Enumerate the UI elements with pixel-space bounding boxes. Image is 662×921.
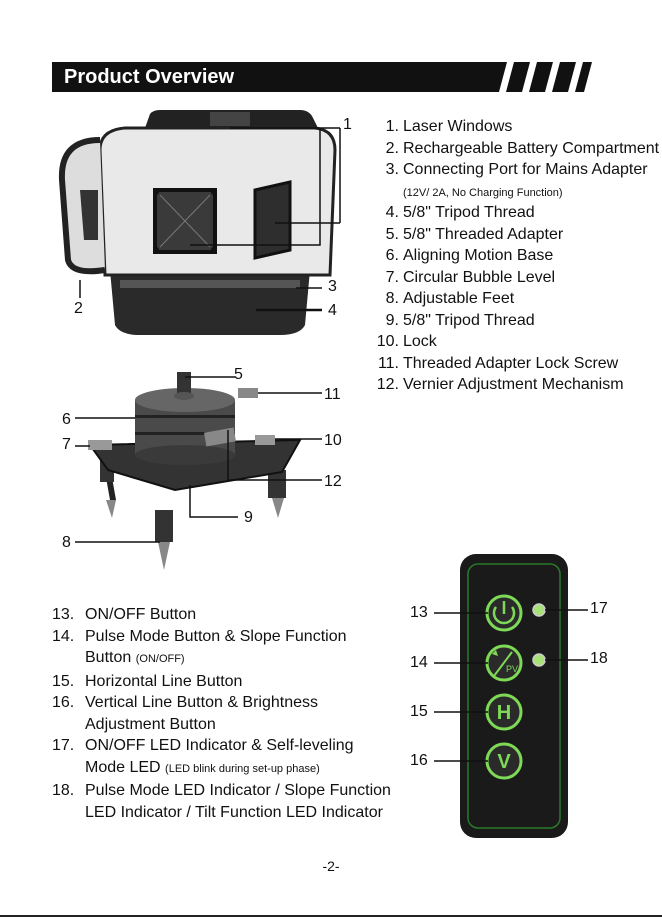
callout-10: 10 — [324, 432, 342, 449]
callout-17: 17 — [590, 600, 608, 617]
laser-level-illustration — [58, 110, 341, 335]
callout-15: 15 — [410, 703, 428, 720]
callout-6: 6 — [62, 411, 71, 428]
controls-list: 13.ON/OFF Button 14.Pulse Mode Button & … — [52, 604, 392, 823]
list-item: 10.Lock — [376, 333, 437, 350]
list-item: 3.Connecting Port for Mains Adapter (12V… — [385, 161, 648, 199]
page-number: -2- — [322, 858, 340, 874]
led-indicator-icon — [532, 603, 546, 617]
list-item: 15.Horizontal Line Button — [52, 672, 243, 690]
list-item: 18.Pulse Mode LED Indicator / Slope Func… — [52, 782, 391, 821]
list-item: 1.Laser Windows — [385, 118, 513, 135]
callout-12: 12 — [324, 473, 342, 490]
list-item: 6.Aligning Motion Base — [385, 247, 554, 264]
callout-11: 11 — [324, 386, 341, 403]
list-item: 12.Vernier Adjustment Mechanism — [376, 376, 624, 393]
list-item: 16.Vertical Line Button & Brightness Adj… — [52, 694, 319, 733]
callout-1: 1 — [343, 116, 352, 133]
svg-text:PV: PV — [506, 664, 518, 674]
keypad-illustration: PV H V — [434, 554, 588, 838]
section-banner: Product Overview — [52, 62, 592, 92]
callout-5: 5 — [234, 366, 243, 383]
callout-13: 13 — [410, 604, 428, 621]
list-item: 17.ON/OFF LED Indicator & Self-leveling … — [52, 737, 354, 776]
list-item: 4.5/8" Tripod Thread — [385, 204, 535, 221]
list-item: 11.Threaded Adapter Lock Screw — [377, 354, 619, 372]
callout-16: 16 — [410, 752, 428, 769]
list-item: 7.Circular Bubble Level — [385, 268, 556, 286]
list-item: 8.Adjustable Feet — [385, 290, 515, 307]
list-item: 5.5/8" Threaded Adapter — [385, 225, 564, 243]
svg-text:V: V — [497, 751, 511, 773]
led-indicator-icon — [532, 653, 546, 667]
list-item: 2.Rechargeable Battery Compartment — [385, 139, 660, 157]
callout-18: 18 — [590, 650, 608, 667]
callout-7: 7 — [62, 436, 71, 453]
bottom-rule — [0, 915, 662, 917]
callout-14: 14 — [410, 654, 428, 671]
list-item: 14.Pulse Mode Button & Slope Function Bu… — [52, 627, 347, 667]
banner-shape — [52, 62, 592, 92]
parts-list: 1.Laser Windows 2.Rechargeable Battery C… — [370, 116, 660, 396]
svg-text:H: H — [497, 702, 511, 724]
callout-4: 4 — [328, 302, 337, 319]
callout-3: 3 — [328, 278, 337, 295]
page-title: Product Overview — [64, 66, 235, 88]
list-item: 13.ON/OFF Button — [52, 606, 197, 623]
callout-2: 2 — [74, 300, 83, 317]
callout-8: 8 — [62, 534, 71, 551]
motion-base-illustration — [75, 372, 322, 570]
callout-9: 9 — [244, 509, 253, 526]
list-item: 9.5/8" Tripod Thread — [385, 311, 535, 329]
